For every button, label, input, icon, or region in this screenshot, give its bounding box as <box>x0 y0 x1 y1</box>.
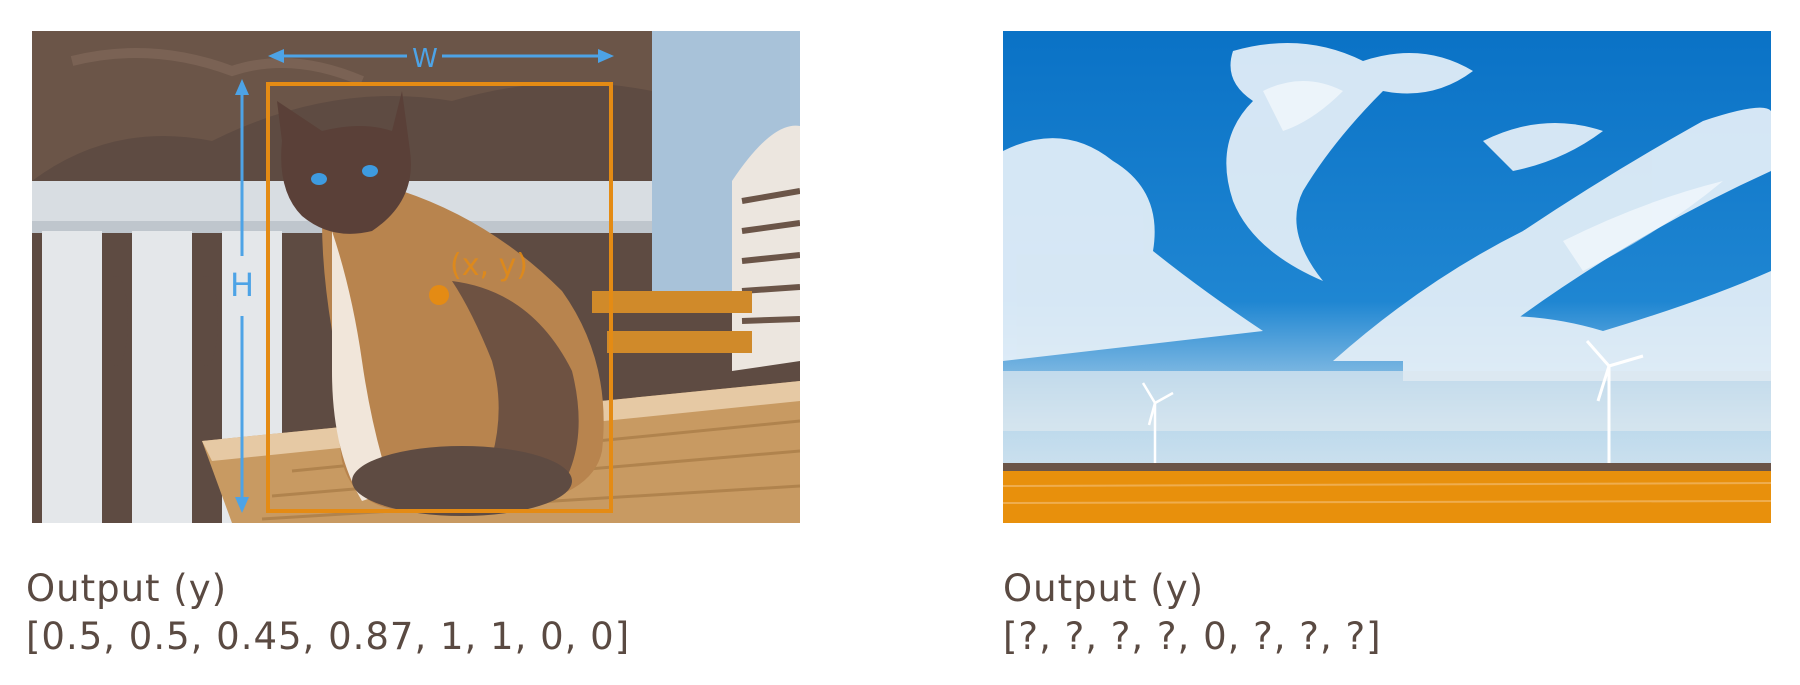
windmill-large <box>1585 340 1644 463</box>
height-label: H <box>230 266 254 304</box>
right-output-caption: Output (y) [?, ?, ?, ?, 0, ?, ?, ?] <box>1003 565 1382 661</box>
left-output-vector: [0.5, 0.5, 0.45, 0.87, 1, 1, 0, 0] <box>26 615 631 658</box>
right-output-title: Output (y) <box>1003 567 1205 610</box>
bounding-box <box>266 82 613 513</box>
cat-photo-panel: W H (x, y) <box>32 31 800 523</box>
bounding-box-annotation: W H (x, y) <box>230 44 614 513</box>
windmill-small <box>1141 382 1174 463</box>
cat-photo-illustration <box>32 31 800 523</box>
sky-photo-illustration <box>1003 31 1771 523</box>
left-output-title: Output (y) <box>26 567 228 610</box>
left-output-caption: Output (y) [0.5, 0.5, 0.45, 0.87, 1, 1, … <box>26 565 630 661</box>
sky-photo-panel <box>1003 31 1771 523</box>
width-label: W <box>412 44 438 74</box>
box-center-point <box>429 285 449 305</box>
width-arrow <box>268 49 614 63</box>
right-output-vector: [?, ?, ?, ?, 0, ?, ?, ?] <box>1003 615 1382 658</box>
center-label: (x, y) <box>450 248 528 283</box>
height-arrow <box>235 79 249 513</box>
